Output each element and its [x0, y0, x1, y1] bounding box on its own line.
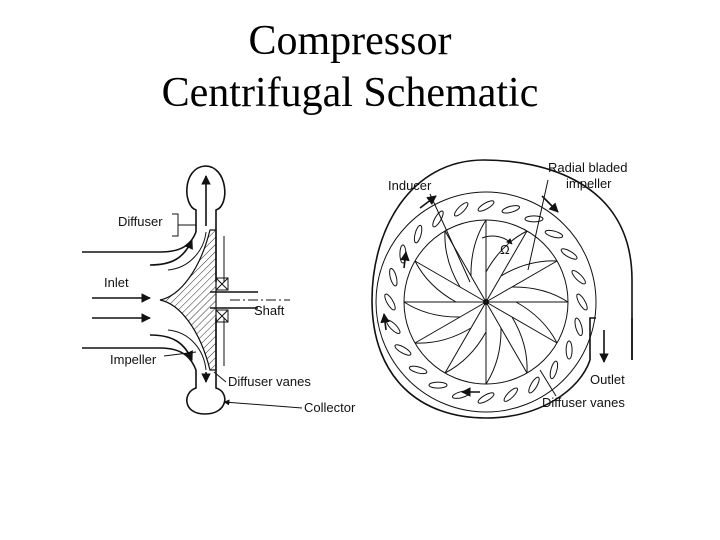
- diffuser-vane: [477, 392, 495, 404]
- outlet-duct: [589, 317, 633, 360]
- label-omega: Ω: [500, 242, 510, 257]
- collector-bottom-bulb: [186, 370, 226, 415]
- diffuser-vane: [524, 215, 544, 223]
- inducer-curve: [414, 260, 457, 303]
- volute-casing: [371, 159, 633, 419]
- diffuser-vane: [528, 376, 540, 394]
- label-shaft: Shaft: [254, 303, 285, 318]
- impeller-hub: [483, 299, 489, 305]
- slide-title-line-2: Centrifugal Schematic: [161, 70, 539, 116]
- inducer-curve: [403, 301, 461, 318]
- label-collector: Collector: [304, 400, 356, 415]
- label-radial-bladed-1: Radial bladed: [548, 160, 628, 175]
- rotation-arrow: [481, 235, 513, 245]
- label-diffuser-vanes-left: Diffuser vanes: [228, 374, 311, 389]
- impeller-blade: [485, 301, 528, 374]
- diffuser-vane: [394, 344, 412, 356]
- diffuser-vane: [574, 317, 583, 337]
- diffuser-vane: [544, 229, 564, 239]
- label-inlet: Inlet: [104, 275, 129, 290]
- diffuser-vane: [565, 340, 573, 360]
- swirl-arrow-1: [419, 195, 437, 209]
- impeller-blade: [414, 260, 487, 303]
- diffuser-vane: [576, 293, 588, 311]
- bearing-bottom: [215, 309, 229, 323]
- impeller-blade: [414, 301, 487, 344]
- side-section-view: Diffuser Inlet Impeller Shaft Diffuser v…: [82, 165, 356, 415]
- inducer-curve: [511, 286, 569, 303]
- swirl-arrow-2: [541, 195, 559, 213]
- diffuser-vane: [428, 381, 448, 389]
- inlet-flow-arrow-4: [149, 334, 193, 361]
- swirl-arrow-3: [400, 251, 410, 269]
- inducer-curve: [444, 331, 487, 374]
- label-outlet: Outlet: [590, 372, 625, 387]
- shaft: [210, 291, 258, 309]
- diffuser-vane: [432, 210, 444, 228]
- bearing-top: [215, 277, 229, 291]
- label-inducer: Inducer: [388, 178, 432, 193]
- inducer-curve: [511, 316, 528, 374]
- label-impeller: Impeller: [110, 352, 157, 367]
- impeller-blade: [485, 301, 558, 344]
- diffuser-vane: [549, 360, 559, 380]
- inducer-curve: [414, 327, 472, 344]
- inlet-flow-arrow-3: [149, 239, 193, 266]
- inducer-curve: [515, 301, 558, 344]
- diffuser-vane: [503, 387, 519, 402]
- diffuser-vane: [384, 293, 396, 311]
- impeller-blade: [444, 301, 487, 374]
- collector-top-bulb: [186, 165, 226, 232]
- diffuser-vane: [453, 202, 469, 217]
- diffuser-vane: [571, 269, 586, 285]
- diffuser-vane: [389, 267, 398, 287]
- housing-upper-wall: [82, 231, 197, 253]
- inducer-curve: [470, 219, 487, 277]
- inducer-curve: [485, 327, 502, 385]
- diffuser-vane: [477, 200, 495, 212]
- inducer-curve: [444, 230, 461, 288]
- diffuser-vane: [408, 365, 428, 375]
- label-diffuser-vanes-right: Diffuser vanes: [542, 395, 625, 410]
- impeller-blade: [485, 230, 528, 303]
- impeller-blades: [403, 219, 569, 385]
- diffuser-vane: [501, 205, 521, 214]
- diffuser-vane: [451, 390, 471, 399]
- diffuser-outer-ring: [375, 191, 597, 413]
- swirl-arrow-4: [380, 313, 390, 331]
- inducer-curve: [500, 260, 558, 277]
- inducer-curve: [485, 230, 528, 273]
- label-radial-bladed-2: impeller: [566, 176, 612, 191]
- diffuser-vane: [413, 224, 423, 244]
- diffuser-vane: [560, 248, 578, 260]
- slide-title-line-1: Compressor: [248, 18, 452, 64]
- front-view: Ω Inducer Radial bladed impeller Outlet …: [371, 159, 633, 419]
- label-diffuser: Diffuser: [118, 214, 163, 229]
- impeller-wheel: [159, 229, 217, 371]
- impeller-blade: [485, 260, 558, 303]
- diffuser-vane: [386, 319, 401, 335]
